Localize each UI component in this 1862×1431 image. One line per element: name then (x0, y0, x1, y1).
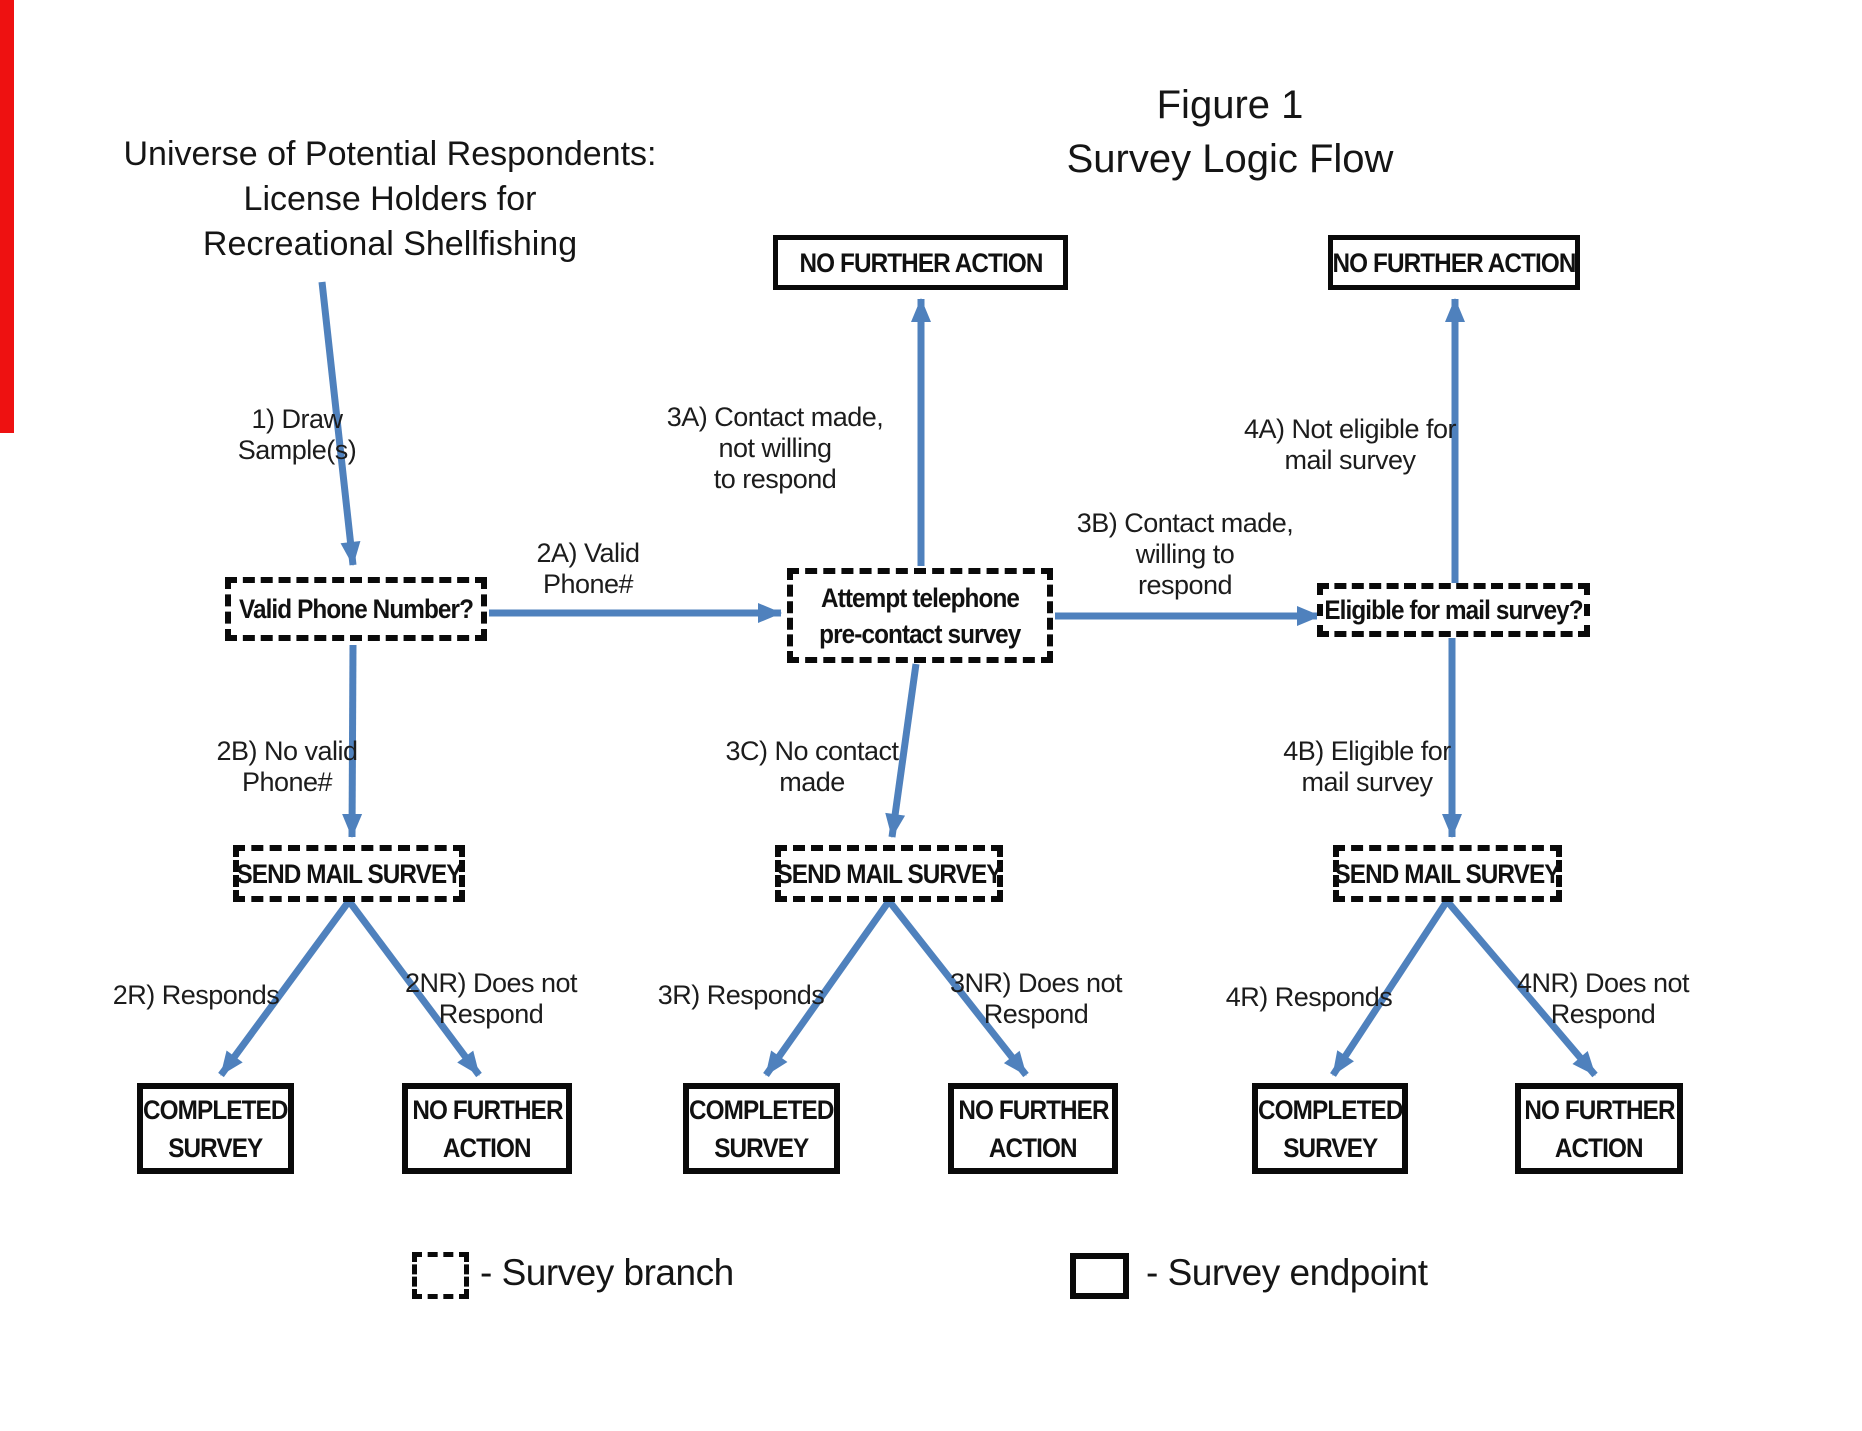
arrow-2nr (346, 898, 482, 1078)
node-completed-survey-2: COMPLETED SURVEY (683, 1083, 840, 1174)
universe-line3: Recreational Shellfishing (202, 225, 578, 263)
edge-label-3nr-does-not-respond: 3NR) Does not Respond (949, 968, 1123, 1029)
edge-label-2r-responds: 2R) Responds (112, 980, 280, 1010)
node-completed-survey-3: COMPLETED SURVEY (1252, 1083, 1408, 1174)
node-send-mail-survey-3: SEND MAIL SURVEY (1333, 845, 1562, 902)
legend-endpoint-swatch-solid-box-icon (1070, 1253, 1129, 1299)
figure-title: Figure 1 Survey Logic Flow (930, 78, 1530, 186)
universe-label: Universe of Potential Respondents: Licen… (90, 132, 690, 267)
universe-line2: License Holders for (243, 180, 537, 218)
node-valid-phone-number: Valid Phone Number? (225, 577, 487, 641)
edge-label-3c-no-contact: 3C) No contact made (725, 736, 899, 797)
edge-label-2a-valid-phone: 2A) Valid Phone# (536, 538, 640, 599)
node-no-further-action-1: NO FURTHER ACTION (402, 1083, 572, 1174)
legend-endpoint-label: - Survey endpoint (1146, 1252, 1428, 1293)
edge-label-4a-not-eligible: 4A) Not eligible for mail survey (1243, 414, 1457, 475)
node-completed-survey-1: COMPLETED SURVEY (137, 1083, 294, 1174)
legend-branch-label: - Survey branch (480, 1252, 734, 1293)
universe-line1: Universe of Potential Respondents: (123, 135, 657, 173)
node-no-further-action-top-center: NO FURTHER ACTION (773, 235, 1068, 290)
red-edge-accent-bar (0, 0, 14, 433)
legend-branch-swatch-dashed-box-icon (412, 1252, 469, 1299)
edge-label-4nr-does-not-respond: 4NR) Does not Respond (1516, 968, 1690, 1029)
arrow-3nr (886, 898, 1029, 1078)
edge-label-2b-no-valid-phone: 2B) No valid Phone# (216, 736, 358, 797)
node-no-further-action-2: NO FURTHER ACTION (948, 1083, 1118, 1174)
arrow-draw-sample (318, 281, 361, 566)
arrow-no-valid-phone (342, 644, 363, 838)
edge-label-3a-contact-not-willing: 3A) Contact made, not willing to respond (666, 402, 884, 494)
figure-title-line1: Figure 1 (1156, 83, 1304, 127)
edge-label-1-draw-sample: 1) Draw Sample(s) (237, 404, 357, 465)
edge-label-4r-responds: 4R) Responds (1225, 982, 1393, 1012)
node-send-mail-survey-1: SEND MAIL SURVEY (233, 845, 465, 902)
arrow-4r (1330, 899, 1450, 1077)
node-no-further-action-3: NO FURTHER ACTION (1515, 1083, 1683, 1174)
edge-label-3b-contact-willing: 3B) Contact made, willing to respond (1076, 508, 1294, 600)
arrow-4nr (1444, 898, 1598, 1078)
edge-label-2nr-does-not-respond: 2NR) Does not Respond (404, 968, 578, 1029)
node-attempt-telephone-survey: Attempt telephone pre-contact survey (787, 568, 1053, 663)
node-eligible-for-mail-survey: Eligible for mail survey? (1317, 583, 1590, 637)
arrow-no-contact-made (885, 663, 920, 838)
edge-label-3r-responds: 3R) Responds (657, 980, 825, 1010)
arrow-3r (763, 898, 892, 1078)
node-send-mail-survey-2: SEND MAIL SURVEY (775, 845, 1003, 902)
figure-title-line2: Survey Logic Flow (1066, 137, 1394, 181)
arrow-2r (218, 898, 352, 1078)
edge-label-4b-eligible: 4B) Eligible for mail survey (1283, 736, 1451, 797)
node-no-further-action-top-right: NO FURTHER ACTION (1328, 235, 1580, 290)
